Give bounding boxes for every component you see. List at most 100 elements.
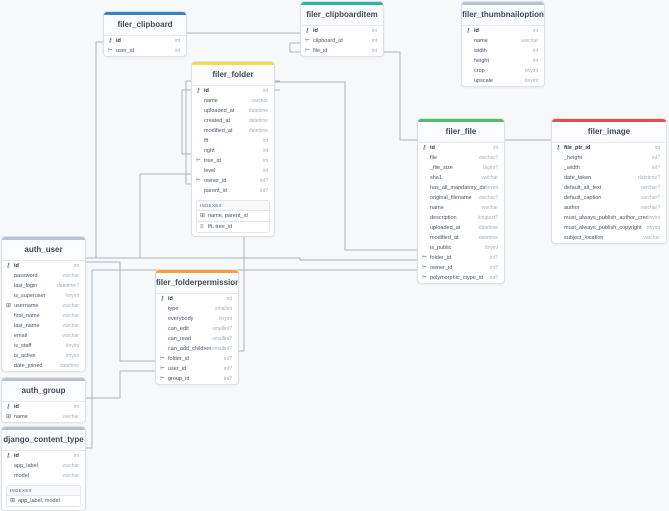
index-row[interactable]: ⊞name, parent_id: [197, 210, 269, 221]
column-name: is_public: [430, 245, 452, 251]
column-type: int: [532, 48, 538, 54]
table-title[interactable]: filer_image: [552, 119, 666, 143]
index-row[interactable]: ≡lft, tree_id: [197, 221, 269, 232]
column-name: level: [204, 168, 216, 174]
table-title[interactable]: filer_thumbnailoption: [462, 2, 544, 26]
table-title[interactable]: filer_file: [418, 119, 504, 143]
table-title[interactable]: filer_clipboard: [104, 12, 186, 36]
table-title[interactable]: django_content_type: [2, 427, 85, 451]
key-icon: ⚷: [466, 28, 471, 34]
column-name: crop: [474, 68, 485, 74]
index-icon: ≡: [200, 224, 204, 230]
table-title[interactable]: auth_user: [2, 237, 85, 261]
table-title[interactable]: filer_folder: [192, 62, 274, 86]
table-title[interactable]: filer_folderpermission: [156, 270, 238, 294]
index-row[interactable]: ⊞app_label, model: [7, 495, 80, 506]
table-title[interactable]: auth_group: [2, 378, 85, 402]
table-title[interactable]: filer_clipboarditem: [301, 2, 383, 26]
